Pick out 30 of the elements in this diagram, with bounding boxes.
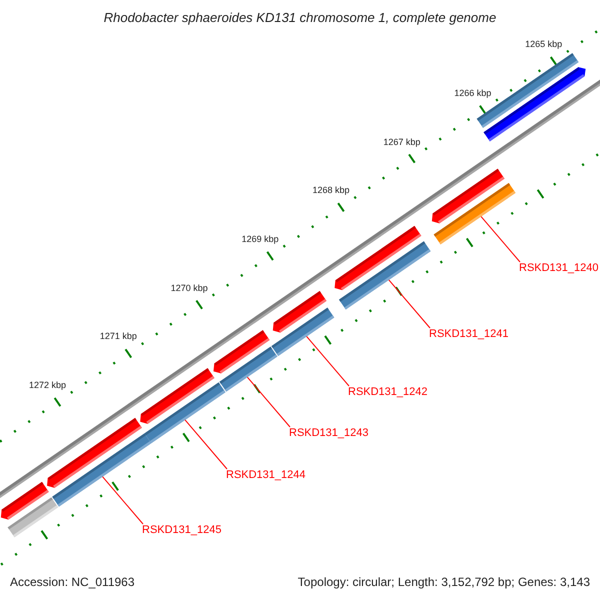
scale-label: 1266 kbp: [454, 88, 492, 99]
gene-bar: [432, 168, 505, 224]
leader-line: [480, 216, 520, 262]
scale-label: 1268 kbp: [312, 185, 350, 196]
gene-label: RSKD131_1242: [348, 386, 428, 398]
leader-line: [306, 336, 350, 386]
leader-line: [184, 419, 228, 470]
gene-bar: [334, 226, 422, 290]
scale-label: 1267 kbp: [383, 136, 420, 148]
gene-label: RSKD131_1245: [142, 524, 222, 536]
gene-bar: [272, 291, 326, 333]
leader-line: [388, 279, 430, 328]
gene-label: RSKD131_1244: [226, 469, 306, 481]
scale-label: 1265 kbp: [525, 39, 562, 50]
gene-bar: [140, 368, 214, 424]
scale-label: 1270 kbp: [170, 282, 208, 294]
gene-label: RSKD131_1240: [519, 262, 599, 274]
title: Rhodobacter sphaeroides KD131 chromosome 1, complete genome: [102, 10, 498, 25]
leader-line: [102, 476, 144, 524]
accession-text: Accession: NC_011963: [10, 575, 135, 590]
scale-label: 1272 kbp: [28, 380, 66, 391]
scale-label: 1271 kbp: [100, 331, 137, 342]
gene-label: RSKD131_1241: [429, 328, 509, 340]
leader-line: [246, 376, 290, 428]
genome-info-text: Topology: circular; Length: 3,152,792 bp; Genes: 3,143: [298, 575, 590, 590]
gene-bar: [214, 330, 270, 374]
gene-label: RSKD131_1243: [289, 427, 369, 439]
gene-bar: [0, 482, 49, 520]
gene-bar: [47, 418, 142, 488]
scale-label: 1269 kbp: [242, 234, 279, 245]
